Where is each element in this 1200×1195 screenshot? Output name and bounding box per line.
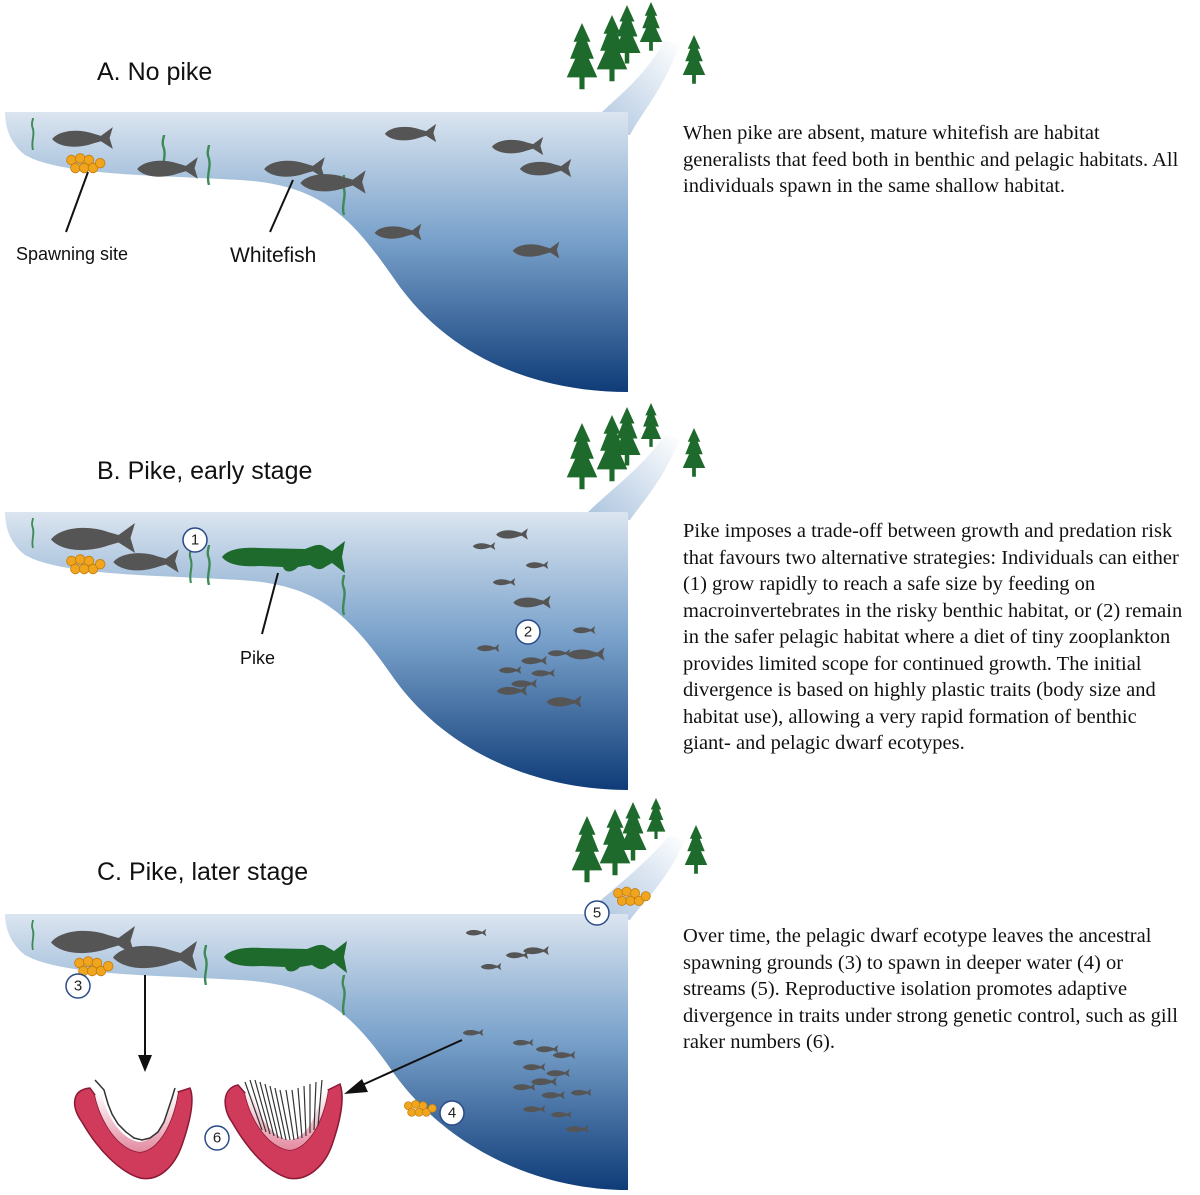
whitefish-leader-line <box>269 179 294 233</box>
marker-5 <box>584 900 610 926</box>
lake-water <box>5 112 628 392</box>
tree-icon <box>682 35 706 84</box>
panel-b-description: Pike imposes a trade-off between growth … <box>683 520 1183 754</box>
gill-rakers <box>94 1079 176 1141</box>
tree-icon <box>684 825 708 874</box>
panel-b-title: B. Pike, early stage <box>97 457 312 485</box>
marker-2 <box>515 619 541 645</box>
arrow-pelagic-head <box>344 1079 368 1094</box>
panel-c-description: Over time, the pelagic dwarf ecotype lea… <box>683 925 1178 1053</box>
spawning-leader-line <box>65 171 89 233</box>
tree-icon <box>682 428 706 477</box>
whitefish-label: Whitefish <box>230 244 316 267</box>
tree-icon <box>571 816 603 883</box>
panel-b: B. Pike, early stage <box>5 403 706 790</box>
spawning-site-label: Spawning site <box>16 244 128 264</box>
stream <box>585 835 685 920</box>
marker-2-label: 2 <box>524 624 532 641</box>
marker-5-label: 5 <box>593 905 601 922</box>
marker-3-label: 3 <box>74 978 82 995</box>
marker-6 <box>204 1125 230 1151</box>
tree-icon <box>566 23 598 90</box>
gill-arch-benthic <box>74 1079 193 1180</box>
gill-arch-inner <box>95 1092 178 1152</box>
tree-icon <box>639 2 663 51</box>
tree-group <box>566 2 706 90</box>
panel-a-description: When pike are absent, mature whitefish a… <box>683 122 1179 197</box>
marker-6-label: 6 <box>213 1130 221 1147</box>
pike-label: Pike <box>240 648 275 668</box>
lake-water <box>5 512 628 790</box>
panel-c: C. Pike, later stage <box>5 798 708 1190</box>
marker-1-label: 1 <box>191 532 199 549</box>
marker-3 <box>65 973 91 999</box>
panel-c-title: C. Pike, later stage <box>97 858 308 886</box>
arrow-pelagic-line <box>359 1039 463 1087</box>
stream <box>585 435 680 520</box>
panel-a-title: A. No pike <box>97 58 212 86</box>
tree-icon <box>640 403 662 447</box>
gill-rakers <box>244 1079 323 1141</box>
pike-leader-line <box>261 572 279 635</box>
marker-1 <box>182 527 208 553</box>
tree-icon <box>566 423 598 490</box>
marker-4 <box>439 1100 465 1126</box>
panel-a: A. No pike Spawning site Whitefish <box>5 2 706 392</box>
tree-icon <box>646 798 666 839</box>
gill-arch-inner <box>245 1090 328 1150</box>
marker-4-label: 4 <box>448 1105 456 1122</box>
gill-arch-pelagic <box>224 1079 343 1180</box>
stream <box>585 40 680 135</box>
arrow-benthic-head <box>138 1055 152 1072</box>
lake-water <box>5 914 628 1190</box>
